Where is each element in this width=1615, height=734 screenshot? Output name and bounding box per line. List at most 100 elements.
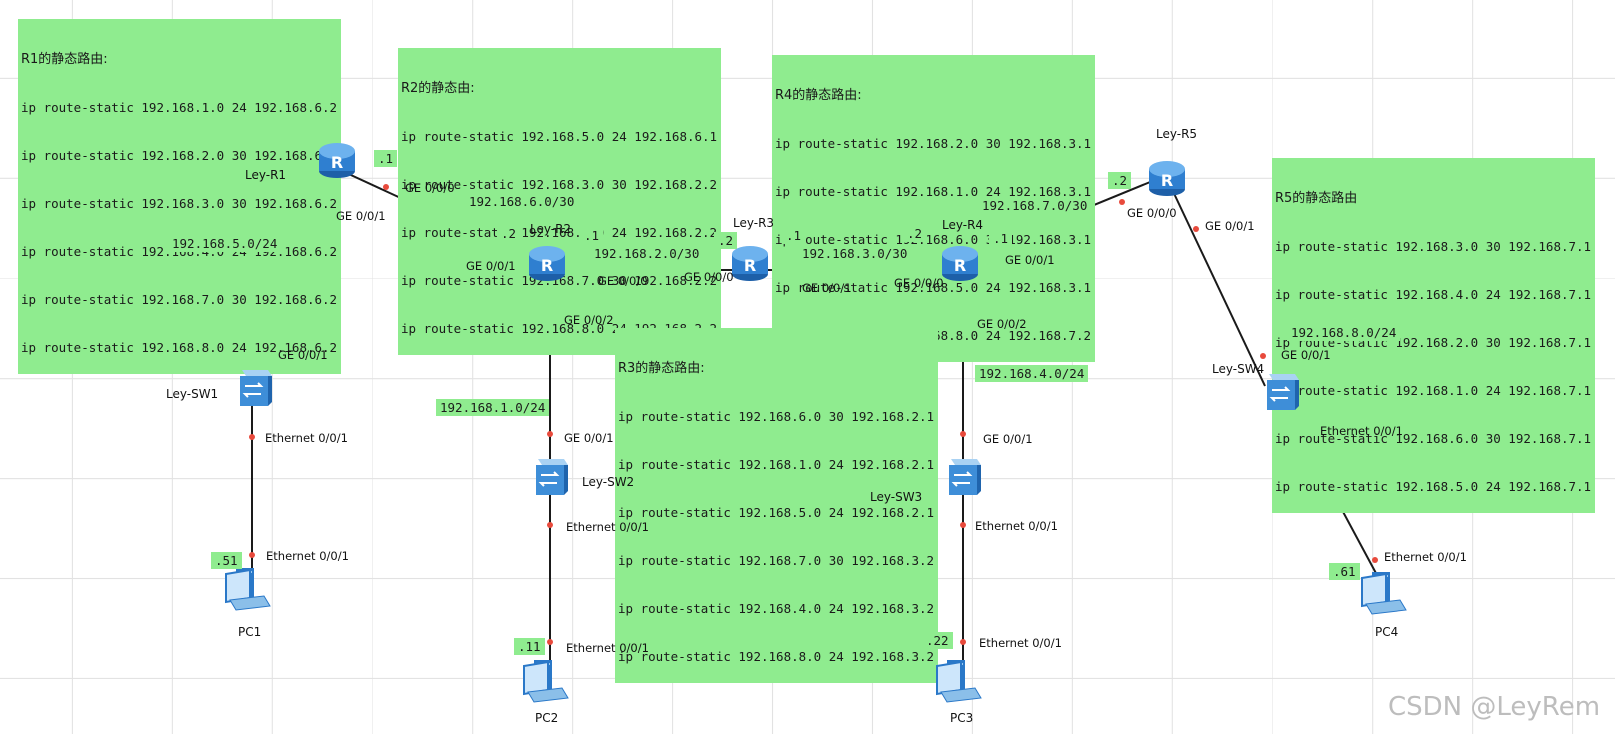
- network-label: 192.168.3.0/30: [798, 245, 912, 262]
- router-icon: R: [529, 246, 565, 281]
- ip-suffix-label: .1: [374, 150, 398, 167]
- switch-icon: [536, 459, 568, 495]
- port-label: GE 0/0/1: [802, 281, 852, 295]
- switch-icon: [949, 459, 981, 495]
- r3-route-title: R3的静态路由:: [618, 361, 705, 376]
- r1-route-table: R1的静态路由: ip route-static 192.168.1.0 24 …: [18, 19, 342, 374]
- port-label: Ethernet 0/0/1: [566, 520, 649, 534]
- port-label: GE 0/0/0: [598, 274, 648, 288]
- pc-pc4[interactable]: [1360, 570, 1410, 622]
- route-line: ip route-static 192.168.5.0 24 192.168.7…: [1275, 479, 1592, 494]
- port-label: GE 0/0/0: [684, 270, 734, 284]
- route-line: ip route-static 192.168.1.0 24 192.168.6…: [21, 100, 338, 115]
- pc-icon: [523, 660, 569, 703]
- link-r5-sw4[interactable]: [1169, 184, 1266, 387]
- device-name-pc1: PC1: [238, 625, 262, 639]
- port-label: GE 0/0/0: [405, 181, 455, 195]
- router-r5[interactable]: R: [1147, 155, 1187, 201]
- port-label: Ethernet 0/0/1: [975, 519, 1058, 533]
- router-icon: R: [942, 246, 978, 281]
- svg-text:R: R: [331, 153, 343, 172]
- device-name-sw1: Ley-SW1: [166, 387, 219, 401]
- pc-icon: [1361, 572, 1407, 615]
- route-line: ip route-static 192.168.8.0 24 192.168.3…: [618, 649, 935, 664]
- r3-route-table: R3的静态路由: ip route-static 192.168.6.0 30 …: [615, 328, 939, 683]
- route-line: ip route-static 192.168.5.0 24 192.168.2…: [618, 505, 935, 520]
- port-label: Ethernet 0/0/1: [266, 549, 349, 563]
- r1-route-title: R1的静态路由:: [21, 52, 108, 67]
- pc-pc1[interactable]: [224, 566, 274, 618]
- ip-suffix-label: .22: [922, 632, 953, 649]
- ip-suffix-label: .2: [714, 232, 738, 249]
- port-label: Ethernet 0/0/1: [566, 641, 649, 655]
- port-label: GE 0/0/1: [336, 209, 386, 223]
- ip-suffix-label: .2: [903, 225, 927, 242]
- port-label: GE 0/0/2: [977, 317, 1027, 331]
- ip-suffix-label: .1: [580, 227, 604, 244]
- route-line: ip route-static 192.168.2.0 30 192.168.3…: [775, 136, 1092, 151]
- port-label: GE 0/0/1: [1005, 253, 1055, 267]
- svg-text:R: R: [954, 256, 966, 275]
- router-icon: R: [732, 246, 768, 281]
- router-r4[interactable]: R: [940, 240, 980, 286]
- router-r1[interactable]: R: [317, 137, 357, 183]
- network-label: 192.168.8.0/24: [1287, 324, 1401, 341]
- network-label: 192.168.2.0/30: [590, 245, 704, 262]
- device-name-sw2: Ley-SW2: [582, 475, 635, 489]
- route-line: ip route-static 192.168.2.0 30 192.168.6…: [21, 148, 338, 163]
- svg-text:R: R: [1161, 171, 1173, 190]
- pc-icon: [936, 660, 982, 703]
- port-label: GE 0/0/1: [983, 432, 1033, 446]
- switch-sw3[interactable]: [945, 455, 983, 501]
- ip-suffix-label: .1: [782, 227, 806, 244]
- ip-suffix-label: .2: [497, 225, 521, 242]
- device-name-r2: Ley-R2: [530, 222, 572, 236]
- port-label: GE 0/0/0: [894, 276, 944, 290]
- pc-pc2[interactable]: [522, 658, 572, 710]
- ip-suffix-label: .2: [1108, 172, 1132, 189]
- switch-sw1[interactable]: [236, 366, 274, 412]
- port-label: Ethernet 0/0/1: [1320, 424, 1403, 438]
- pc-pc3[interactable]: [935, 658, 985, 710]
- router-r2[interactable]: R: [527, 240, 567, 286]
- device-name-pc4: PC4: [1375, 625, 1399, 639]
- svg-text:R: R: [744, 256, 756, 275]
- device-name-r5: Ley-R5: [1156, 127, 1198, 141]
- route-line: ip route-static 192.168.4.0 24 192.168.7…: [1275, 287, 1592, 302]
- device-name-sw3: Ley-SW3: [870, 490, 923, 504]
- port-label: Ethernet 0/0/1: [1384, 550, 1467, 564]
- port-label: GE 0/0/1: [564, 431, 614, 445]
- switch-icon: [1267, 374, 1299, 410]
- device-name-r4: Ley-R4: [942, 218, 984, 232]
- device-name-r1: Ley-R1: [245, 168, 287, 182]
- network-label: 192.168.7.0/30: [978, 197, 1092, 214]
- route-line: ip route-static 192.168.1.0 24 192.168.2…: [618, 457, 935, 472]
- route-line: ip route-static 192.168.7.0 30 192.168.6…: [21, 292, 338, 307]
- switch-sw2[interactable]: [532, 455, 570, 501]
- r4-route-title: R4的静态路由:: [775, 88, 862, 103]
- device-name-pc3: PC3: [950, 711, 974, 725]
- svg-text:R: R: [541, 256, 553, 275]
- network-label: 192.168.4.0/24: [975, 365, 1089, 382]
- route-line: ip route-static 192.168.6.0 30 192.168.7…: [1275, 431, 1592, 446]
- route-line: ip route-static 192.168.5.0 24 192.168.6…: [401, 129, 718, 144]
- device-name-sw4: Ley-SW4: [1212, 362, 1265, 376]
- router-icon: R: [319, 143, 355, 178]
- route-line: ip route-static 192.168.3.0 30 192.168.7…: [1275, 239, 1592, 254]
- port-label: GE 0/0/2: [564, 313, 614, 327]
- router-r3[interactable]: R: [730, 240, 770, 286]
- port-label: GE 0/0/1: [1281, 348, 1331, 362]
- route-line: ip route-static 192.168.3.0 30 192.168.2…: [401, 177, 718, 192]
- route-line: ip route-static 192.168.7.0 30 192.168.3…: [618, 553, 935, 568]
- network-label: 192.168.6.0/30: [465, 193, 579, 210]
- ip-suffix-label: .51: [211, 552, 242, 569]
- watermark: CSDN @LeyRem: [1388, 692, 1601, 722]
- ip-suffix-label: .11: [514, 638, 545, 655]
- ip-suffix-label: .1: [989, 230, 1013, 247]
- switch-sw4[interactable]: [1263, 370, 1301, 416]
- route-line: ip route-static 192.168.3.0 30 192.168.6…: [21, 196, 338, 211]
- port-label: Ethernet 0/0/1: [265, 431, 348, 445]
- route-line: ip route-static 192.168.8.0 24 192.168.6…: [21, 340, 338, 355]
- switch-icon: [240, 370, 272, 406]
- port-label: GE 0/0/1: [466, 259, 516, 273]
